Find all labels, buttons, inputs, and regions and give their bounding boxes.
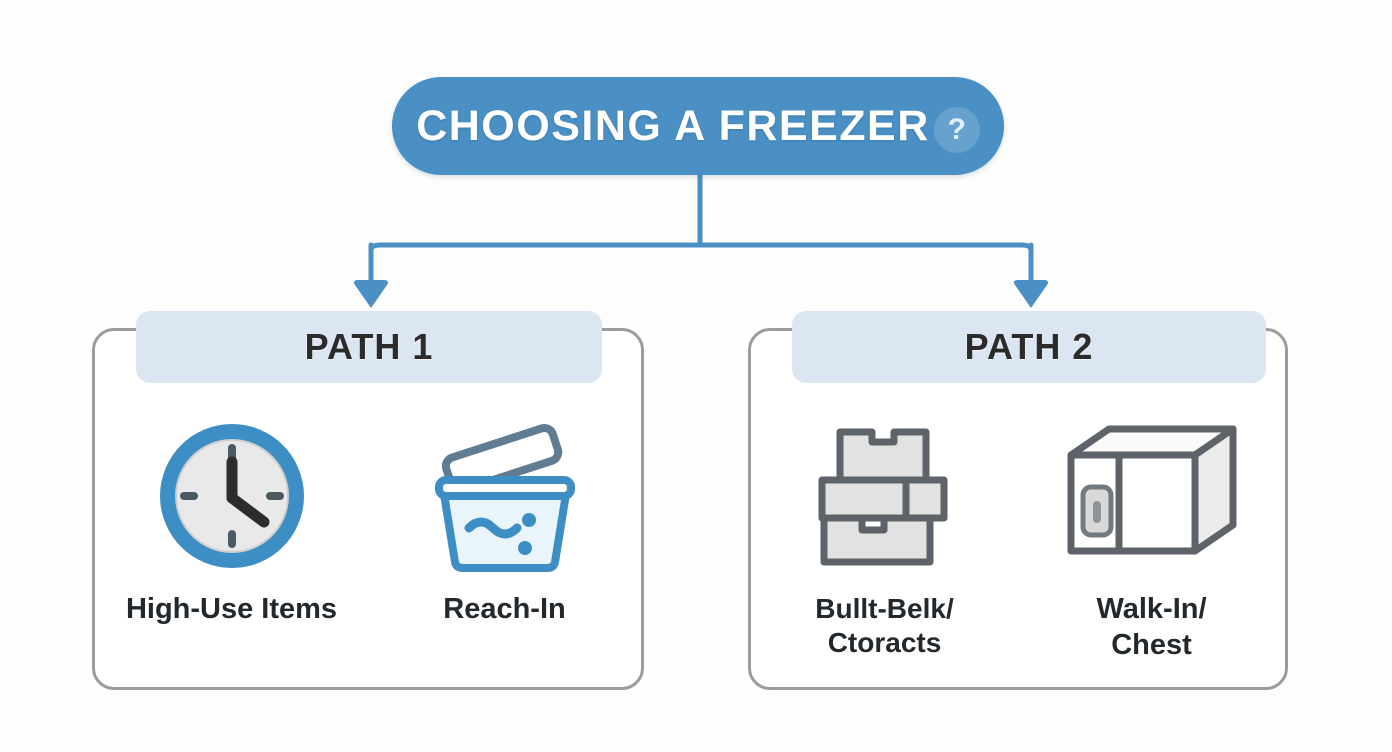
question-mark-glyph: ? [947, 113, 966, 146]
path-1-header-label: PATH 1 [304, 326, 434, 367]
path-1-item-reach-in: Reach-In [390, 413, 620, 628]
clock-icon [152, 413, 312, 578]
page-title: CHOOSING A FREEZER [416, 101, 930, 150]
path-1-item-high-use-items: High-Use Items [117, 413, 347, 628]
path-2-item-bulk-storage: Bullt-Belk/ Ctoracts [770, 413, 1000, 661]
diagram-title-pill: CHOOSING A FREEZER ? [392, 77, 1004, 175]
path-2-header-band: PATH 2 [792, 311, 1266, 383]
path-1-item-label: Reach-In [443, 593, 566, 625]
path-2-item-label: Bullt-Belk/ Ctoracts [815, 593, 954, 659]
path-2-item-walk-in-chest: Walk-In/ Chest [1037, 413, 1267, 663]
path-2-items: Bullt-Belk/ Ctoracts [751, 413, 1285, 663]
walk-in-freezer-icon [1057, 413, 1247, 578]
path-1-item-label: High-Use Items [125, 593, 338, 625]
path-2-item-label: Walk-In/ Chest [1096, 593, 1207, 661]
question-mark-icon: ? [933, 107, 980, 153]
connector-crossbar [368, 242, 1034, 265]
stacked-boxes-icon [810, 413, 960, 578]
arrow-head-left-icon [353, 280, 389, 308]
path-2-card: Bullt-Belk/ Ctoracts [748, 328, 1288, 690]
arrow-head-right-icon [1013, 280, 1049, 308]
path-1-items: High-Use Items [95, 413, 641, 628]
food-container-icon [425, 413, 585, 578]
path-1-header-band: PATH 1 [136, 311, 602, 383]
path-1-card: High-Use Items [92, 328, 644, 690]
path-2-header-label: PATH 2 [964, 326, 1094, 367]
